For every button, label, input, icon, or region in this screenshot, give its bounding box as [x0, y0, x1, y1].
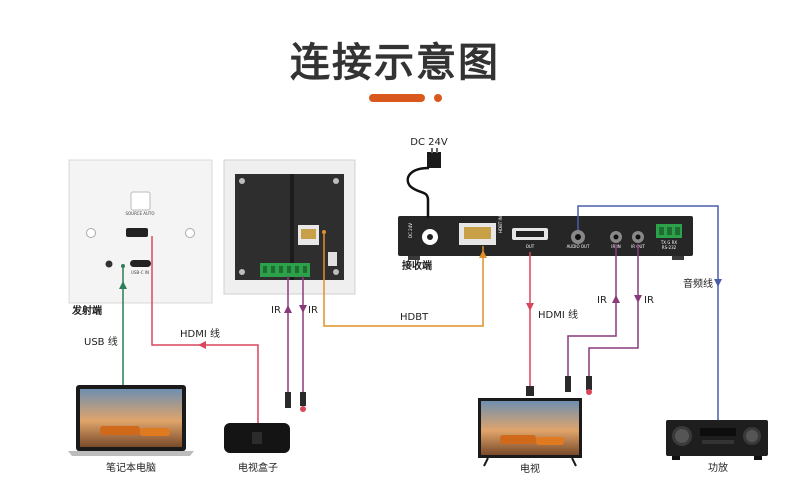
ir-rx-cable-2 — [588, 244, 639, 378]
transmitter-back-module — [223, 159, 356, 295]
transmitter-wall-plate: SOURCE AUTO USB-C IN — [68, 159, 213, 304]
ir-rx-down-arrow-icon — [634, 295, 642, 303]
dip-switch[interactable] — [328, 252, 337, 266]
title-underline-bar — [369, 94, 425, 102]
source-auto-button[interactable] — [130, 191, 151, 211]
tv-label: 电视 — [520, 462, 540, 475]
hdmi-rx-label: HDMI 线 — [538, 308, 578, 321]
hdmi-input-port[interactable] — [126, 228, 148, 237]
led-indicator — [105, 260, 113, 268]
usb-arrow-icon — [119, 281, 127, 289]
hdmi-plug-icon — [526, 386, 534, 396]
ir-up-arrow-icon — [284, 305, 292, 313]
receiver-box: DC 24V HDBT IN OUT AUDIO OUT IR IN IR OU… — [398, 216, 693, 260]
settop-label: 电视盒子 — [238, 461, 278, 474]
ir-emitter-icon — [285, 392, 291, 408]
audio-arrow-icon — [714, 279, 722, 287]
audio-out-label: AUDIO OUT — [567, 244, 590, 249]
receiver-label: 接收端 — [402, 259, 432, 272]
usb-c-port[interactable] — [130, 260, 151, 267]
ir-rx-receiver-icon — [586, 376, 592, 390]
hdmi-tx-arrow-icon — [198, 341, 206, 349]
power-cable — [406, 166, 430, 218]
laptop-label: 笔记本电脑 — [106, 461, 156, 474]
hdmi-tx-label: HDMI 线 — [180, 327, 220, 340]
usb-c-port-label: USB-C IN — [131, 270, 149, 275]
audio-cable-label: 音频线 — [683, 277, 713, 290]
hdmi-rx-arrow-icon — [526, 303, 534, 311]
ir-rx-left-label: IR — [597, 295, 607, 306]
source-auto-label: SOURCE AUTO — [125, 211, 154, 216]
screw-hole-icon — [86, 228, 96, 238]
ir-rx-cable-1 — [567, 244, 617, 378]
hdmi-out-label: OUT — [526, 244, 535, 249]
ir-down-arrow-icon — [299, 305, 307, 313]
terminal-block[interactable] — [260, 263, 310, 277]
tv-icon — [478, 398, 582, 467]
set-top-box-icon — [224, 423, 290, 453]
transmitter-label: 发射端 — [71, 304, 102, 317]
ir-rx-up-arrow-icon — [612, 295, 620, 303]
amplifier-label: 功放 — [708, 461, 728, 474]
hdbt-cable — [323, 232, 484, 327]
ir-rx-emitter-icon — [565, 376, 571, 392]
power-adapter-icon — [427, 148, 441, 168]
page-title: 连接示意图 — [290, 40, 500, 86]
screw-hole-icon — [185, 228, 195, 238]
hdbt-arrow-icon — [479, 250, 487, 258]
hdbt-label: HDBT — [400, 312, 429, 323]
power-adapter-label: DC 24V — [410, 137, 448, 148]
laptop-icon — [68, 385, 194, 456]
power-port-label: DC 24V — [408, 223, 413, 238]
title-underline-dot — [434, 94, 442, 102]
amplifier-icon — [666, 420, 768, 460]
rs232-pin-label: TX G RX — [660, 240, 678, 245]
ir-rx-right-label: IR — [644, 295, 654, 306]
usb-cable-label: USB 线 — [84, 335, 118, 348]
ir-left-label: IR — [271, 305, 281, 316]
ir-right-label: IR — [308, 305, 318, 316]
hdbt-port-label: HDBT IN — [498, 216, 503, 233]
rs232-label: RS-232 — [662, 245, 677, 250]
ir-receiver-icon — [300, 392, 306, 406]
audio-cable — [577, 205, 719, 420]
